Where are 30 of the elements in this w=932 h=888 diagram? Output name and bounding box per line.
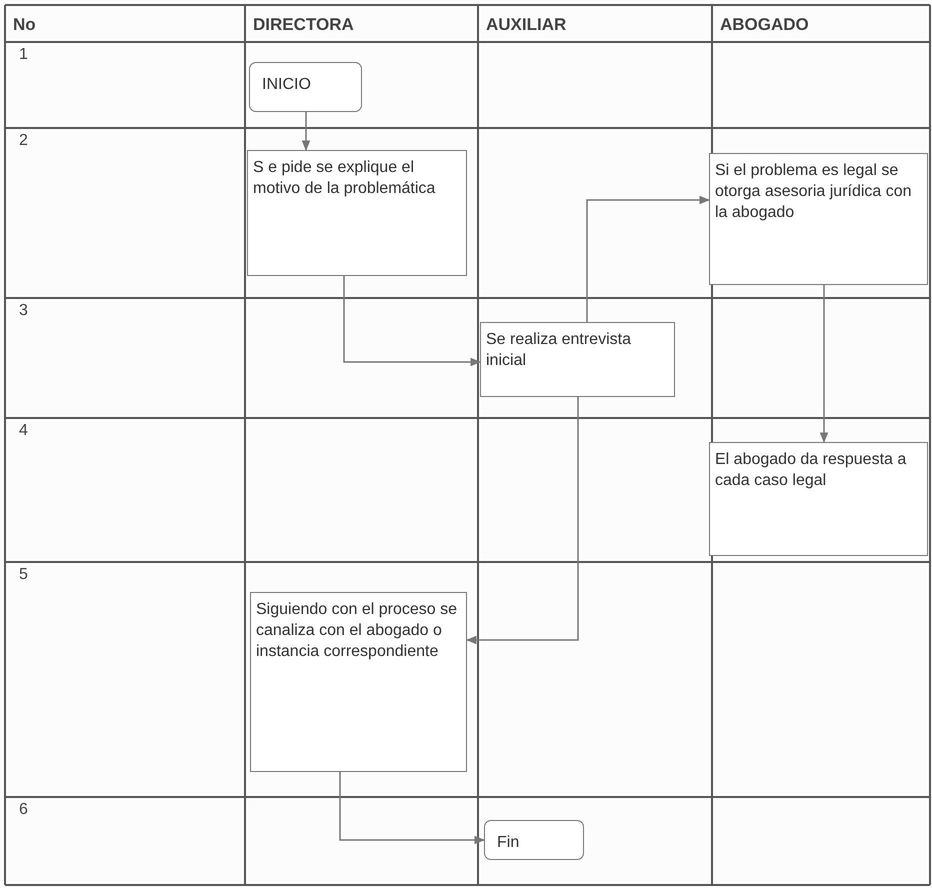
step-text: Si el problema es legal se otorga asesoria jurídica con la abogado: [715, 161, 913, 223]
row-number: 6: [19, 801, 28, 819]
row-number: 3: [19, 302, 28, 320]
column-header: AUXILIAR: [486, 15, 566, 35]
column-header: DIRECTORA: [253, 15, 354, 35]
column-header: No: [13, 15, 36, 35]
column-header: ABOGADO: [720, 15, 809, 35]
arrow: [586, 196, 710, 322]
arrow: [343, 276, 482, 366]
row-number: 4: [19, 422, 28, 440]
arrow: [820, 285, 828, 444]
step-text: Fin: [497, 833, 520, 853]
arrow: [302, 112, 310, 152]
step-text: INICIO: [262, 75, 312, 95]
process-box: [480, 322, 675, 397]
step-text: Se realiza entrevista inicial: [486, 330, 632, 371]
process-box: [250, 592, 467, 772]
process-box: [709, 153, 928, 285]
terminal-box: [484, 820, 584, 860]
arrow: [339, 772, 486, 844]
row-number: 1: [19, 46, 28, 64]
row-number: 5: [19, 566, 28, 584]
terminal-box: [249, 62, 362, 112]
step-text: S e pide se explique el motivo de la problemática: [253, 158, 436, 199]
step-text: El abogado da respuesta a cada caso legal: [715, 450, 908, 491]
step-text: Siguiendo con el proceso se canaliza con el abogado o instancia correspondiente: [256, 600, 458, 662]
arrow: [466, 397, 579, 644]
row-number: 2: [19, 132, 28, 150]
process-box: [709, 442, 928, 556]
process-box: [247, 150, 467, 276]
